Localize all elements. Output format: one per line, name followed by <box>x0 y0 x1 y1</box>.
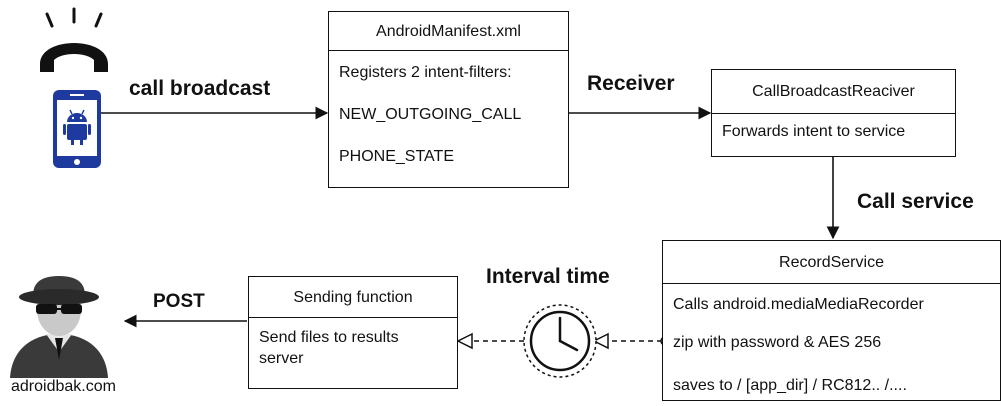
manifest-line-3: PHONE_STATE <box>339 148 454 165</box>
attacker-domain-label: adroidbak.com <box>11 378 116 395</box>
edge-label-call-service: Call service <box>857 190 974 213</box>
manifest-title: AndroidManifest.xml <box>329 12 568 51</box>
record-service-line-3: saves to / [app_dir] / RC812.. /.... <box>673 377 907 394</box>
sending-function-line-2: server <box>259 350 304 367</box>
record-service-title: RecordService <box>663 241 1000 284</box>
sending-function-line-1: Send files to results <box>259 329 399 346</box>
record-service-line-2: zip with password & AES 256 <box>673 334 882 351</box>
spy-attacker-icon <box>10 276 108 378</box>
edge-label-call-broadcast: call broadcast <box>129 77 271 100</box>
record-service-node: RecordService Calls android.mediaMediaRe… <box>662 240 1001 401</box>
edge-clock-to-sending <box>456 332 524 350</box>
receiver-line-1: Forwards intent to service <box>722 123 906 140</box>
manifest-node: AndroidManifest.xml Registers 2 intent-f… <box>328 11 569 188</box>
manifest-line-1: Registers 2 intent-filters: <box>339 64 512 81</box>
edge-interval-to-clock <box>592 332 670 350</box>
receiver-node: CallBroadcastReaciver Forwards intent to… <box>711 69 956 157</box>
manifest-line-2: NEW_OUTGOING_CALL <box>339 106 522 123</box>
edge-label-interval-time: Interval time <box>486 265 610 288</box>
android-smartphone-icon <box>53 90 101 168</box>
receiver-title: CallBroadcastReaciver <box>712 70 955 114</box>
edge-label-receiver: Receiver <box>587 72 675 95</box>
record-service-line-1: Calls android.mediaMediaRecorder <box>673 296 924 313</box>
sending-function-title: Sending function <box>249 277 457 318</box>
sending-function-node: Sending function Send files to results s… <box>248 276 458 389</box>
clock-icon <box>523 304 597 378</box>
ringing-phone-icon <box>40 7 108 72</box>
edge-label-post: POST <box>153 291 205 312</box>
